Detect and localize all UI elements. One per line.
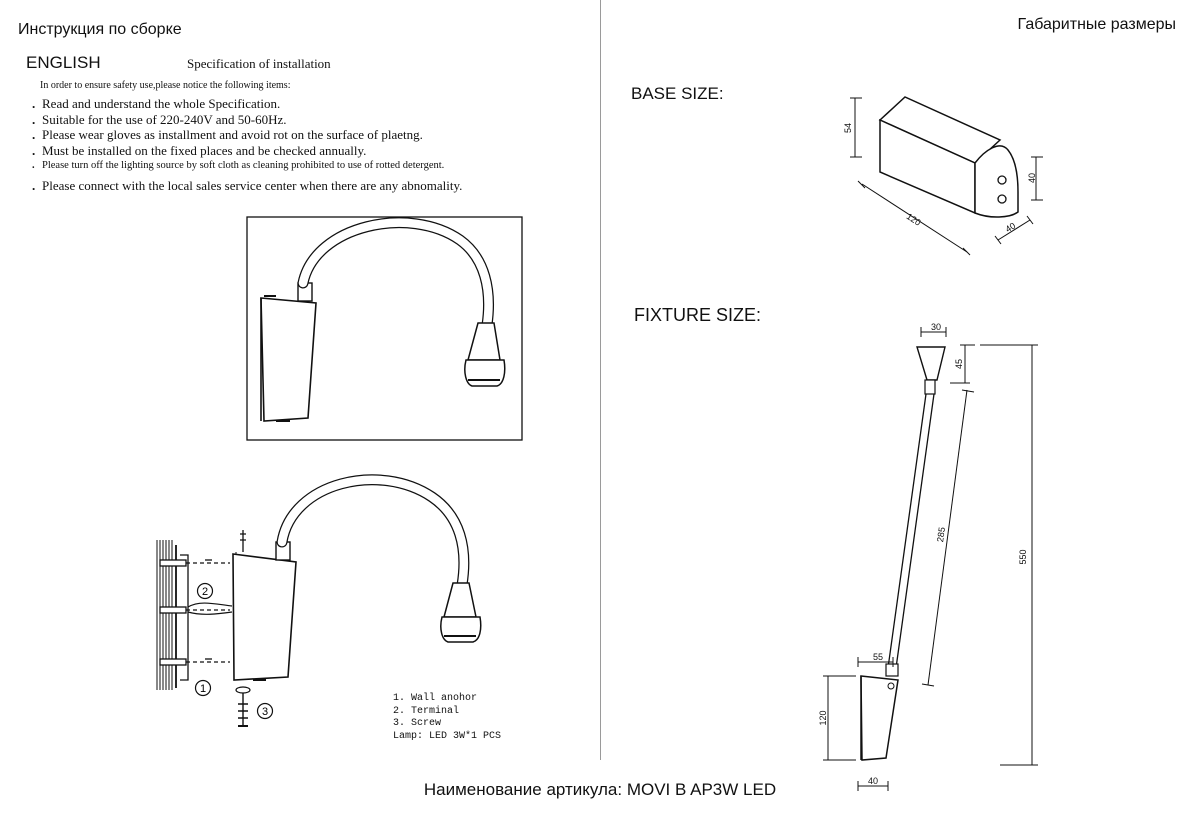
language-heading: ENGLISH	[26, 53, 101, 72]
callout-label: 1	[200, 683, 206, 695]
list-item: .Please connect with the local sales ser…	[32, 177, 463, 193]
arm-length-dim: 285	[935, 526, 947, 542]
list-item: .Please wear gloves as installment and a…	[32, 127, 423, 143]
legend-item: 2. Terminal	[393, 705, 460, 717]
head-width-dim: 30	[931, 322, 941, 332]
overall-dimensions-title: Габаритные размеры	[1017, 16, 1176, 33]
safety-list: .Read and understand the whole Specifica…	[32, 96, 462, 194]
legend-item: Lamp: LED 3W*1 PCS	[393, 730, 502, 742]
column-divider	[600, 0, 601, 760]
base-size-drawing: 54 120 40 40	[843, 96, 1043, 256]
callout-1	[194, 679, 212, 697]
list-item: .Read and understand the whole Specifica…	[32, 96, 281, 111]
spec-title: Specification of installation	[187, 56, 331, 71]
list-item: .Must be installed on the fixed places a…	[32, 142, 367, 158]
callout-label: 3	[262, 706, 268, 718]
joint-dim: 55	[873, 652, 883, 662]
list-item: .Please turn off the lighting source by …	[32, 160, 445, 172]
product-name: Наименование артикула: MOVI B AP3W LED	[423, 780, 777, 799]
legend-item: 3. Screw	[393, 718, 442, 729]
head-height-dim: 45	[954, 359, 964, 369]
callout-2	[196, 582, 214, 600]
intro-text: In order to ensure safety use,please not…	[40, 80, 291, 91]
fixture-size-drawing: 30 45 285 550 55 120 40	[818, 322, 1038, 791]
total-height-dim: 550	[1018, 549, 1028, 564]
callout-3	[256, 702, 274, 720]
base-length-dim: 120	[905, 211, 923, 228]
base-width-dim: 40	[868, 776, 878, 786]
base-width-dim: 40	[1004, 221, 1018, 235]
base-end-height-dim: 40	[1027, 173, 1037, 183]
base-height-dim: 120	[818, 710, 828, 725]
base-size-label: BASE SIZE:	[631, 84, 724, 103]
base-height-dim: 54	[843, 123, 853, 133]
assembly-instructions-title: Инструкция по сборке	[18, 21, 182, 38]
callout-label: 2	[202, 586, 208, 598]
lamp-illustration-frame	[246, 216, 523, 441]
legend-item: 1. Wall anohor	[393, 693, 478, 704]
fixture-size-label: FIXTURE SIZE:	[634, 305, 762, 325]
list-item: .Suitable for the use of 220-240V and 50…	[32, 111, 287, 127]
installation-diagram: 2 1 3	[156, 474, 482, 727]
parts-legend: 1. Wall anohor 2. Terminal 3. Screw Lamp…	[393, 693, 501, 743]
